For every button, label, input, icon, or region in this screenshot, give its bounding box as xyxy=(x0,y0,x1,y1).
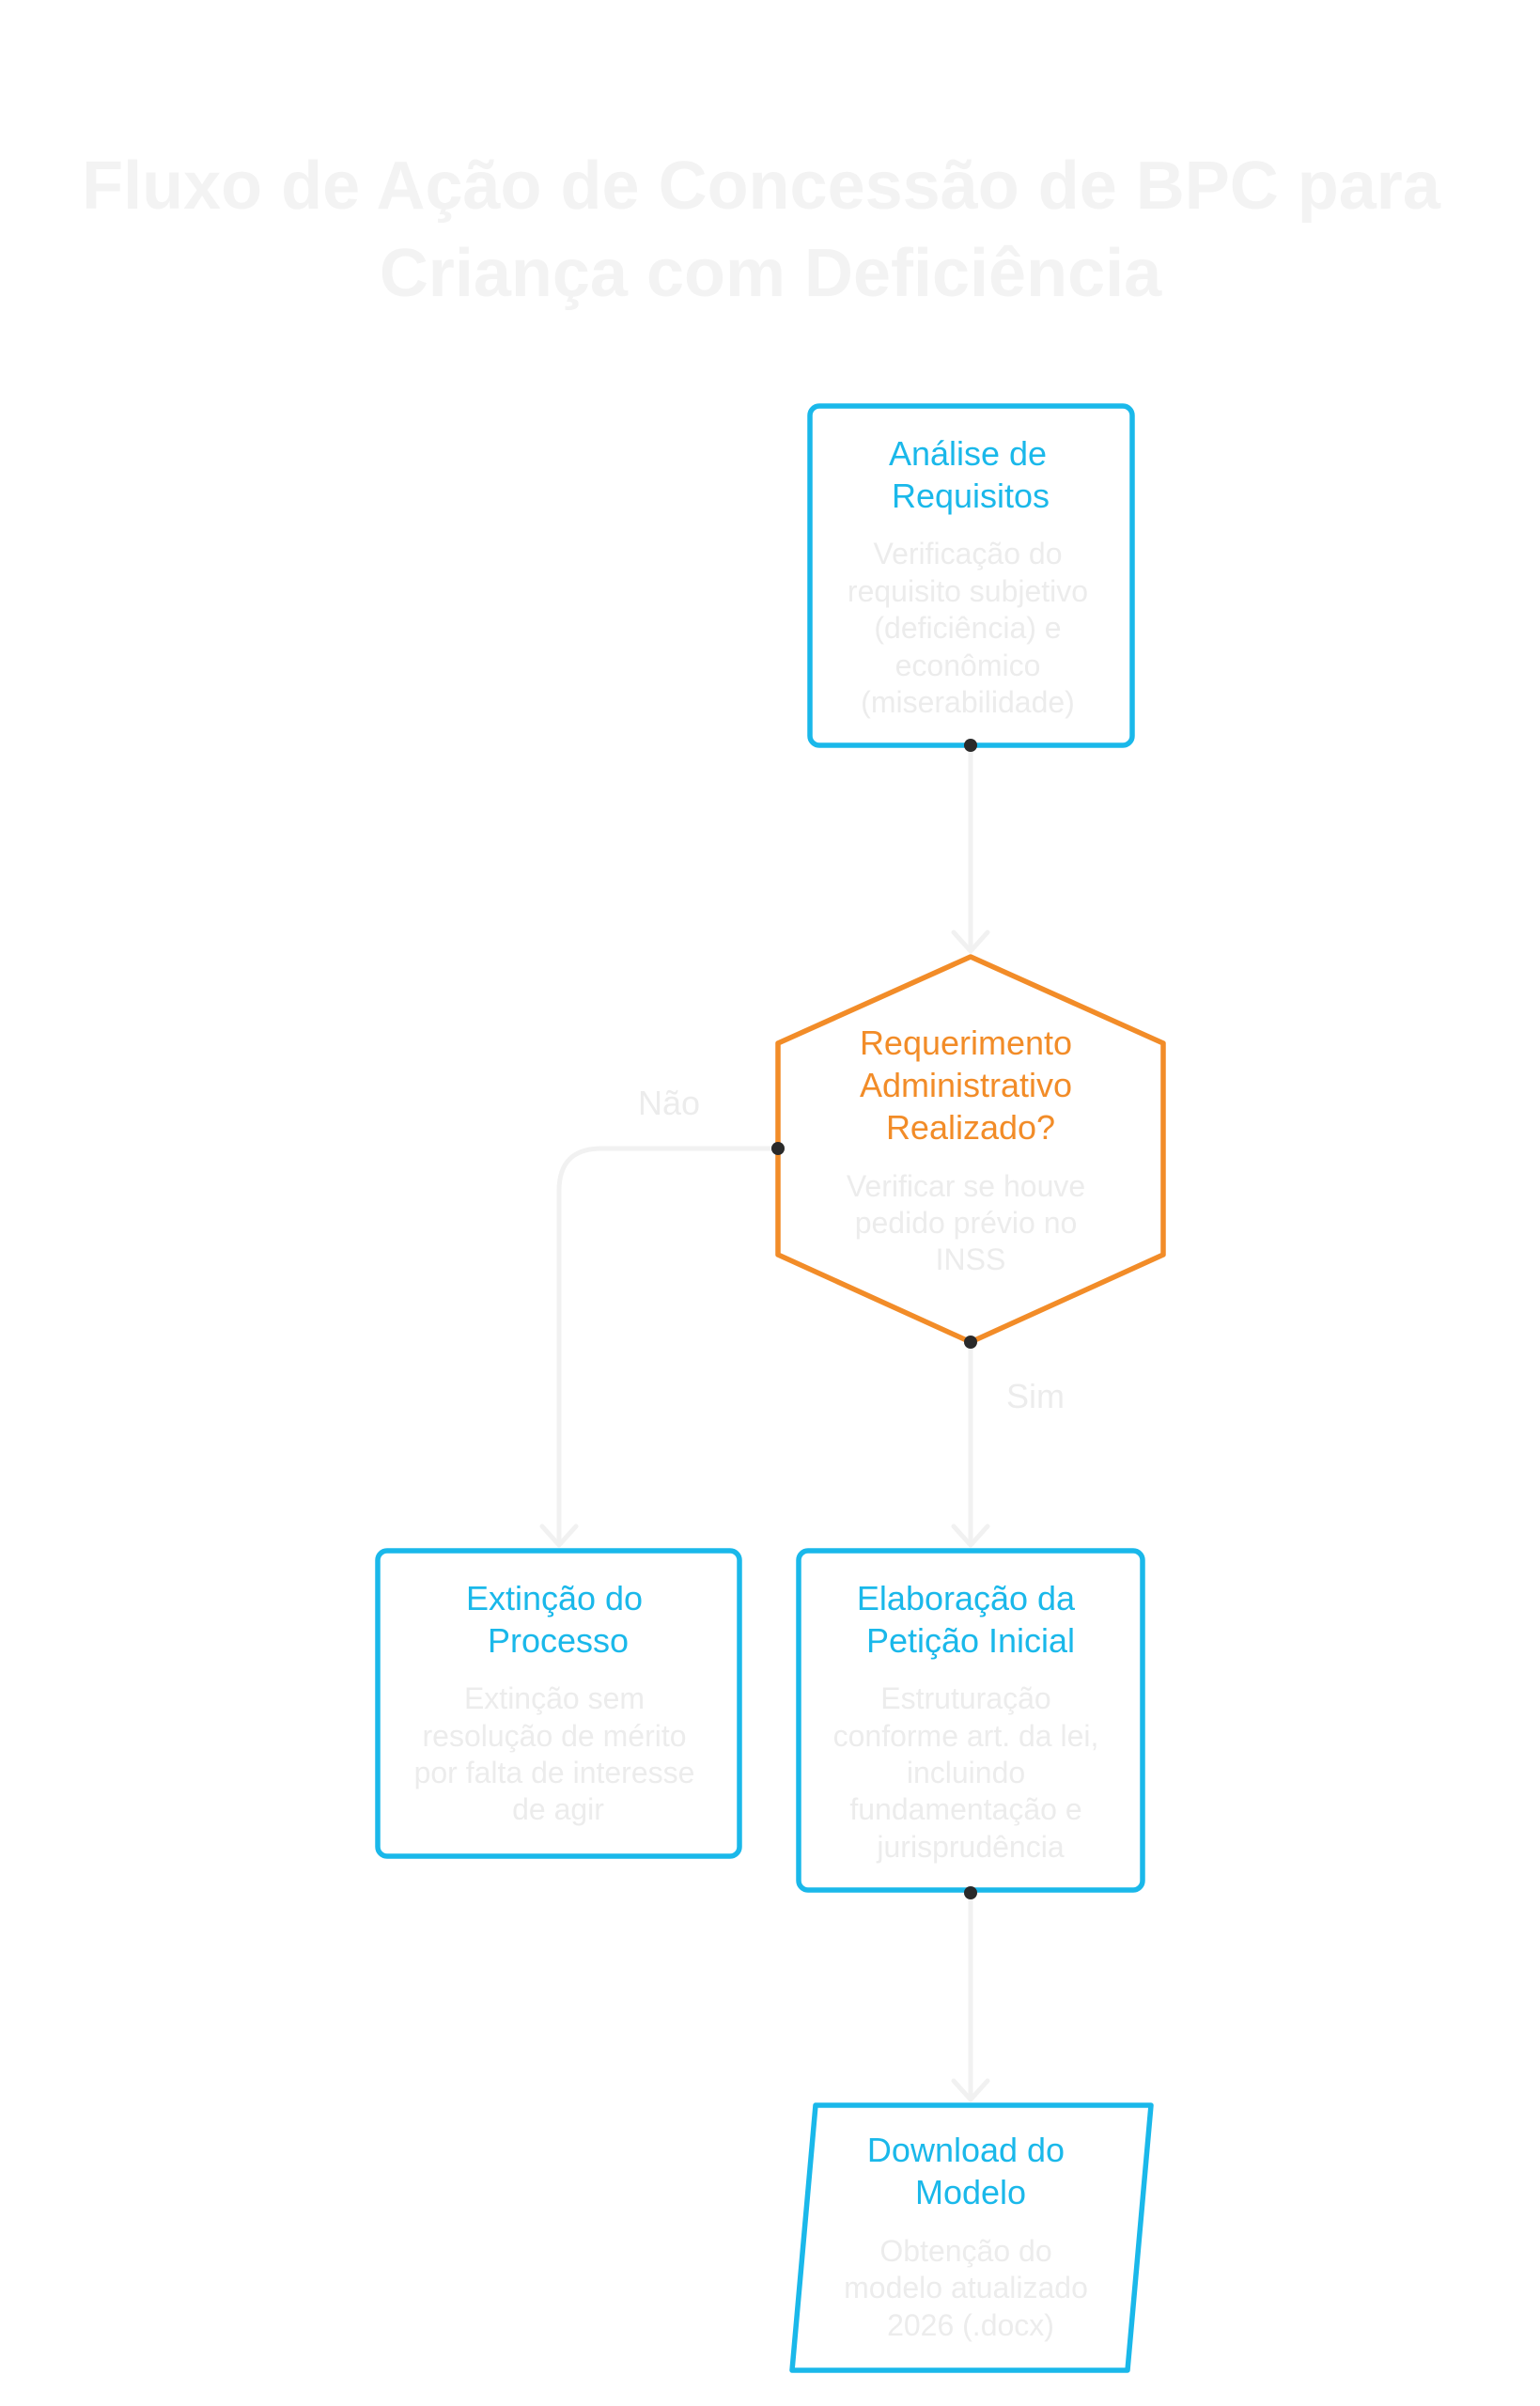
node-requerimento-title-line-1: Requerimento xyxy=(860,1023,1072,1062)
node-elaboracao-desc-line-2: conforme art. da lei, xyxy=(833,1719,1099,1753)
edge-requerimento-to-extincao xyxy=(556,1146,781,1546)
node-elaboracao-desc-line-3: incluindo xyxy=(907,1756,1025,1789)
node-download-desc-line-1: Obtenção do xyxy=(879,2234,1051,2268)
edge-arrow-requerimento-to-extincao xyxy=(539,1523,579,1548)
node-download-desc-line-3: 2026 (.docx) xyxy=(887,2308,1054,2342)
node-elaboracao-desc-line-4: fundamentação e xyxy=(849,1792,1081,1826)
node-requerimento-desc-line-2: pedido prévio no xyxy=(855,1206,1078,1240)
node-requerimento-title-line-2: Administrativo xyxy=(860,1066,1072,1104)
node-extincao-title-line-1: Extinção do xyxy=(466,1579,643,1617)
node-elaboracao-title-line-1: Elaboração da xyxy=(857,1579,1076,1617)
node-elaboracao-peticao: Elaboração da Petição Inicial Estruturaç… xyxy=(796,1548,1145,1893)
connector-dot-requerimento-left xyxy=(771,1142,785,1155)
node-requerimento-administrativo: Requerimento Administrativo Realizado? V… xyxy=(775,954,1166,1345)
node-analise-desc-line-2: requisito subjetivo xyxy=(848,574,1088,608)
node-requerimento-desc-line-1: Verificar se houve xyxy=(847,1169,1085,1203)
node-analise-desc-line-4: econômico xyxy=(895,648,1041,682)
node-analise-desc-line-1: Verificação do xyxy=(873,537,1062,570)
connector-dot-requerimento-bottom xyxy=(964,1336,977,1349)
node-download-modelo: Download do Modelo Obtenção do modelo at… xyxy=(789,2102,1154,2373)
edge-label-sim: Sim xyxy=(1006,1377,1065,1415)
connector-dot-elaboracao-bottom xyxy=(964,1886,977,1899)
node-extincao-desc-line-1: Extinção sem xyxy=(464,1681,645,1715)
edge-arrow-elaboracao-to-download xyxy=(951,2078,990,2102)
node-extincao-desc-line-2: resolução de mérito xyxy=(422,1719,686,1753)
node-analise-desc-line-3: (deficiência) e xyxy=(874,611,1061,645)
edge-arrow-requerimento-to-elaboracao xyxy=(951,1523,990,1548)
node-extincao-desc-line-4: de agir xyxy=(512,1792,604,1826)
edges xyxy=(539,742,990,2102)
node-analise-title-line-2: Requisitos xyxy=(892,477,1050,515)
node-download-parallelogram xyxy=(789,2102,1154,2373)
node-extincao-processo: Extinção do Processo Extinção sem resolu… xyxy=(375,1548,742,1859)
node-elaboracao-desc-line-1: Estruturação xyxy=(880,1681,1050,1715)
node-download-title-line-1: Download do xyxy=(867,2131,1065,2169)
diagram-title-line-1: Fluxo de Ação de Concessão de BPC para xyxy=(82,148,1441,224)
node-analise-title-line-1: Análise de xyxy=(889,434,1047,473)
node-download-title-line-2: Modelo xyxy=(915,2173,1026,2211)
node-extincao-box xyxy=(375,1548,742,1859)
node-extincao-title-line-2: Processo xyxy=(488,1621,629,1660)
edge-label-nao: Não xyxy=(638,1084,700,1122)
edge-arrow-analise-to-requerimento xyxy=(951,930,990,954)
diagram-title-line-2: Criança com Deficiência xyxy=(380,236,1162,311)
node-analise-desc-line-5: (miserabilidade) xyxy=(861,685,1075,719)
node-requerimento-hexagon xyxy=(775,954,1166,1345)
node-elaboracao-desc-line-5: jurisprudência xyxy=(876,1830,1064,1864)
connector-dot-analise-bottom xyxy=(964,739,977,752)
connector-dots xyxy=(771,739,977,1899)
node-download-desc-line-2: modelo atualizado xyxy=(844,2271,1088,2304)
node-extincao-desc-line-3: por falta de interesse xyxy=(414,1756,695,1789)
node-analise-requisitos: Análise de Requisitos Verificação do req… xyxy=(807,403,1135,748)
node-requerimento-title-line-3: Realizado? xyxy=(886,1108,1055,1147)
node-elaboracao-title-line-2: Petição Inicial xyxy=(866,1621,1075,1660)
node-requerimento-desc-line-3: INSS xyxy=(936,1242,1006,1276)
